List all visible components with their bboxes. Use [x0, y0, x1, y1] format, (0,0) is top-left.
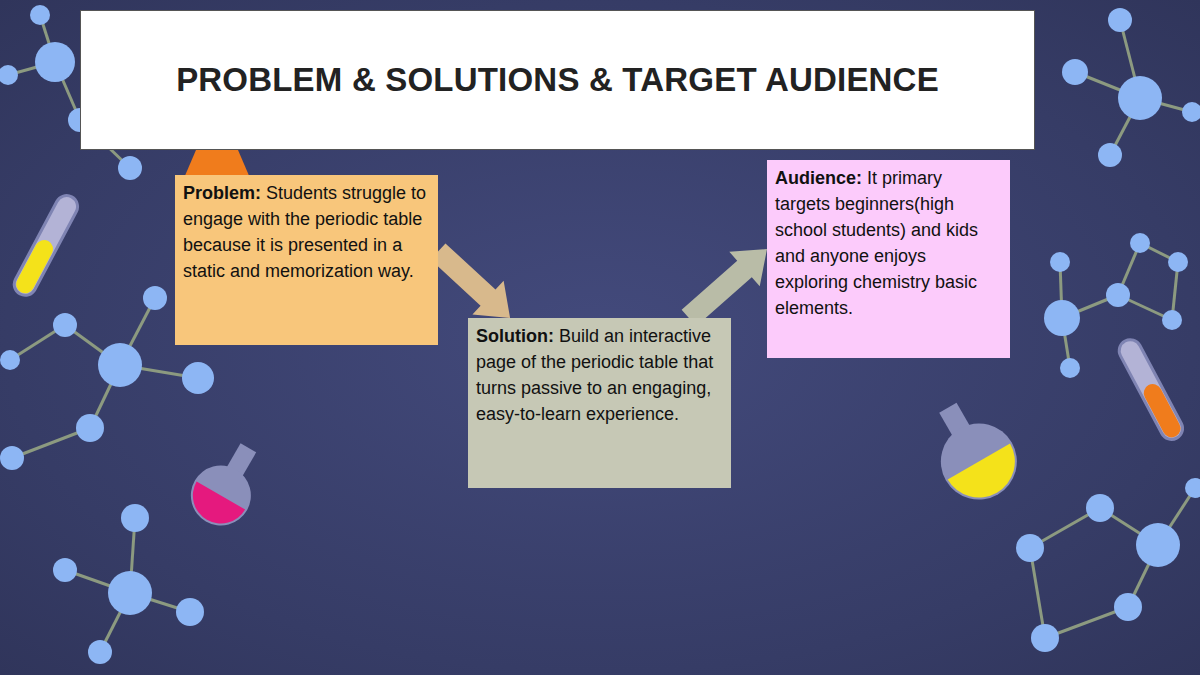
flask: [184, 150, 250, 178]
flask: [915, 389, 1031, 514]
box-heading: Solution:: [476, 326, 554, 346]
text-box: Problem:Students struggle to engage with…: [175, 175, 438, 345]
slide-title: PROBLEM & SOLUTIONS & TARGET AUDIENCE: [176, 61, 939, 99]
flask: [180, 433, 274, 537]
box-body: It primary targets beginners(high school…: [775, 168, 978, 318]
block-arrow: [431, 243, 511, 318]
title-box: PROBLEM & SOLUTIONS & TARGET AUDIENCE: [80, 10, 1035, 150]
text-box: Solution:Build an interactive page of th…: [468, 318, 731, 488]
block-arrow: [682, 249, 767, 326]
test-tube: [10, 192, 81, 299]
test-tube: [1115, 336, 1186, 443]
molecule-atoms: [0, 5, 1200, 664]
box-heading: Audience:: [775, 168, 862, 188]
text-box: Audience:It primary targets beginners(hi…: [767, 160, 1010, 358]
box-text: Solution:Build an interactive page of th…: [476, 323, 723, 427]
box-text: Problem:Students struggle to engage with…: [183, 180, 430, 284]
box-text: Audience:It primary targets beginners(hi…: [775, 165, 1002, 322]
box-heading: Problem:: [183, 183, 261, 203]
